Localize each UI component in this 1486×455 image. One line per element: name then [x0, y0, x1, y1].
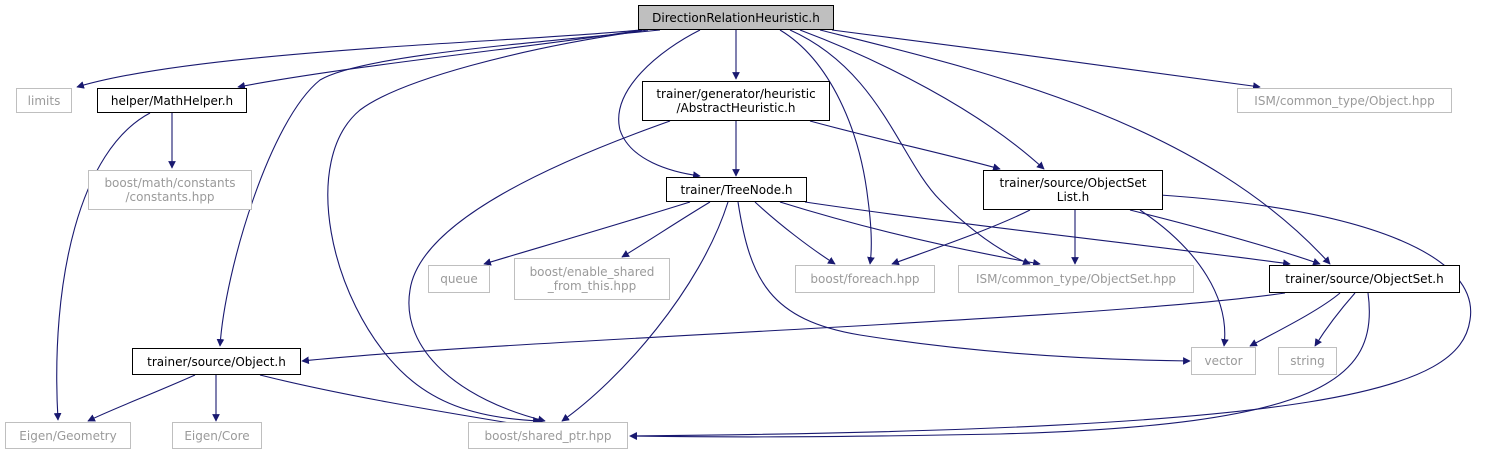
node-boost-shared-ptr-hpp[interactable]: boost/shared_ptr.hpp [468, 422, 628, 449]
node-eigen-geometry[interactable]: Eigen/Geometry [5, 422, 131, 449]
edge-abstract-to-sharedptr [408, 120, 671, 424]
edge-treenode-to-foreach [754, 201, 836, 265]
edge-root-to-mathhelper [237, 29, 643, 90]
edge-mathhelper-to-eigengeo [53, 112, 151, 421]
edge-root-to-limits [76, 29, 641, 89]
edge-root-to-objset [819, 29, 1331, 265]
edge-objecth-to-eigengeo [87, 374, 196, 422]
edge-objsetlist-to-objset [1129, 209, 1321, 266]
edge-objset-to-vector [1249, 292, 1341, 347]
node-boost-enable-shared-from-this-hpp[interactable]: boost/enable_shared _from_this.hpp [514, 258, 670, 300]
node-object-set-h[interactable]: trainer/source/ObjectSet.h [1269, 265, 1460, 293]
edge-objsetlist-to-foreach [891, 209, 1031, 266]
edge-abstract-to-objsetlist [809, 120, 1001, 171]
edge-root-to-objsetlist [799, 29, 1045, 170]
edge-treenode-to-ismobjset [779, 201, 1041, 267]
node-ism-object-set-hpp[interactable]: ISM/common_type/ObjectSet.hpp [958, 265, 1194, 293]
node-queue[interactable]: queue [428, 265, 490, 293]
node-object-set-list-h[interactable]: trainer/source/ObjectSet List.h [983, 170, 1163, 210]
edge-objset-to-string [1314, 292, 1356, 347]
edge-root-to-objecth [216, 29, 661, 347]
node-math-helper-h[interactable]: helper/MathHelper.h [97, 88, 247, 113]
edge-objsetlist-to-vector [1139, 209, 1229, 347]
edge-objecth-to-sharedptr [259, 374, 541, 431]
node-boost-math-constants-hpp[interactable]: boost/math/constants /constants.hpp [88, 170, 252, 210]
edge-root-to-foreach [779, 29, 875, 265]
edge-treenode-to-enableshared [621, 201, 711, 258]
edge-root-to-treenode [618, 29, 701, 179]
edge-treenode-to-objset [804, 201, 1291, 267]
node-abstract-heuristic-h[interactable]: trainer/generator/heuristic /AbstractHeu… [642, 81, 830, 121]
edge-root-to-ismobject [831, 29, 1261, 90]
node-direction-relation-heuristic-h[interactable]: DirectionRelationHeuristic.h [638, 5, 834, 30]
node-tree-node-h[interactable]: trainer/TreeNode.h [666, 177, 807, 202]
node-object-h[interactable]: trainer/source/Object.h [132, 348, 301, 375]
edge-root-to-ismobjset [789, 29, 1031, 265]
node-ism-object-hpp[interactable]: ISM/common_type/Object.hpp [1237, 88, 1452, 113]
edges [53, 29, 1472, 440]
edge-treenode-to-sharedptr [561, 201, 729, 422]
node-string[interactable]: string [1278, 347, 1337, 375]
edge-objset-to-objecth [301, 292, 1286, 365]
node-eigen-core[interactable]: Eigen/Core [172, 422, 262, 449]
node-vector[interactable]: vector [1191, 347, 1256, 375]
edge-objset-to-sharedptr [629, 292, 1370, 440]
node-boost-foreach-hpp[interactable]: boost/foreach.hpp [795, 265, 935, 293]
edge-root-to-sharedptr [327, 29, 649, 425]
node-limits[interactable]: limits [16, 88, 72, 113]
edge-treenode-to-queue [483, 201, 691, 266]
edge-objsetlist-to-sharedptr [629, 194, 1472, 440]
edge-treenode-to-vector [737, 201, 1191, 365]
